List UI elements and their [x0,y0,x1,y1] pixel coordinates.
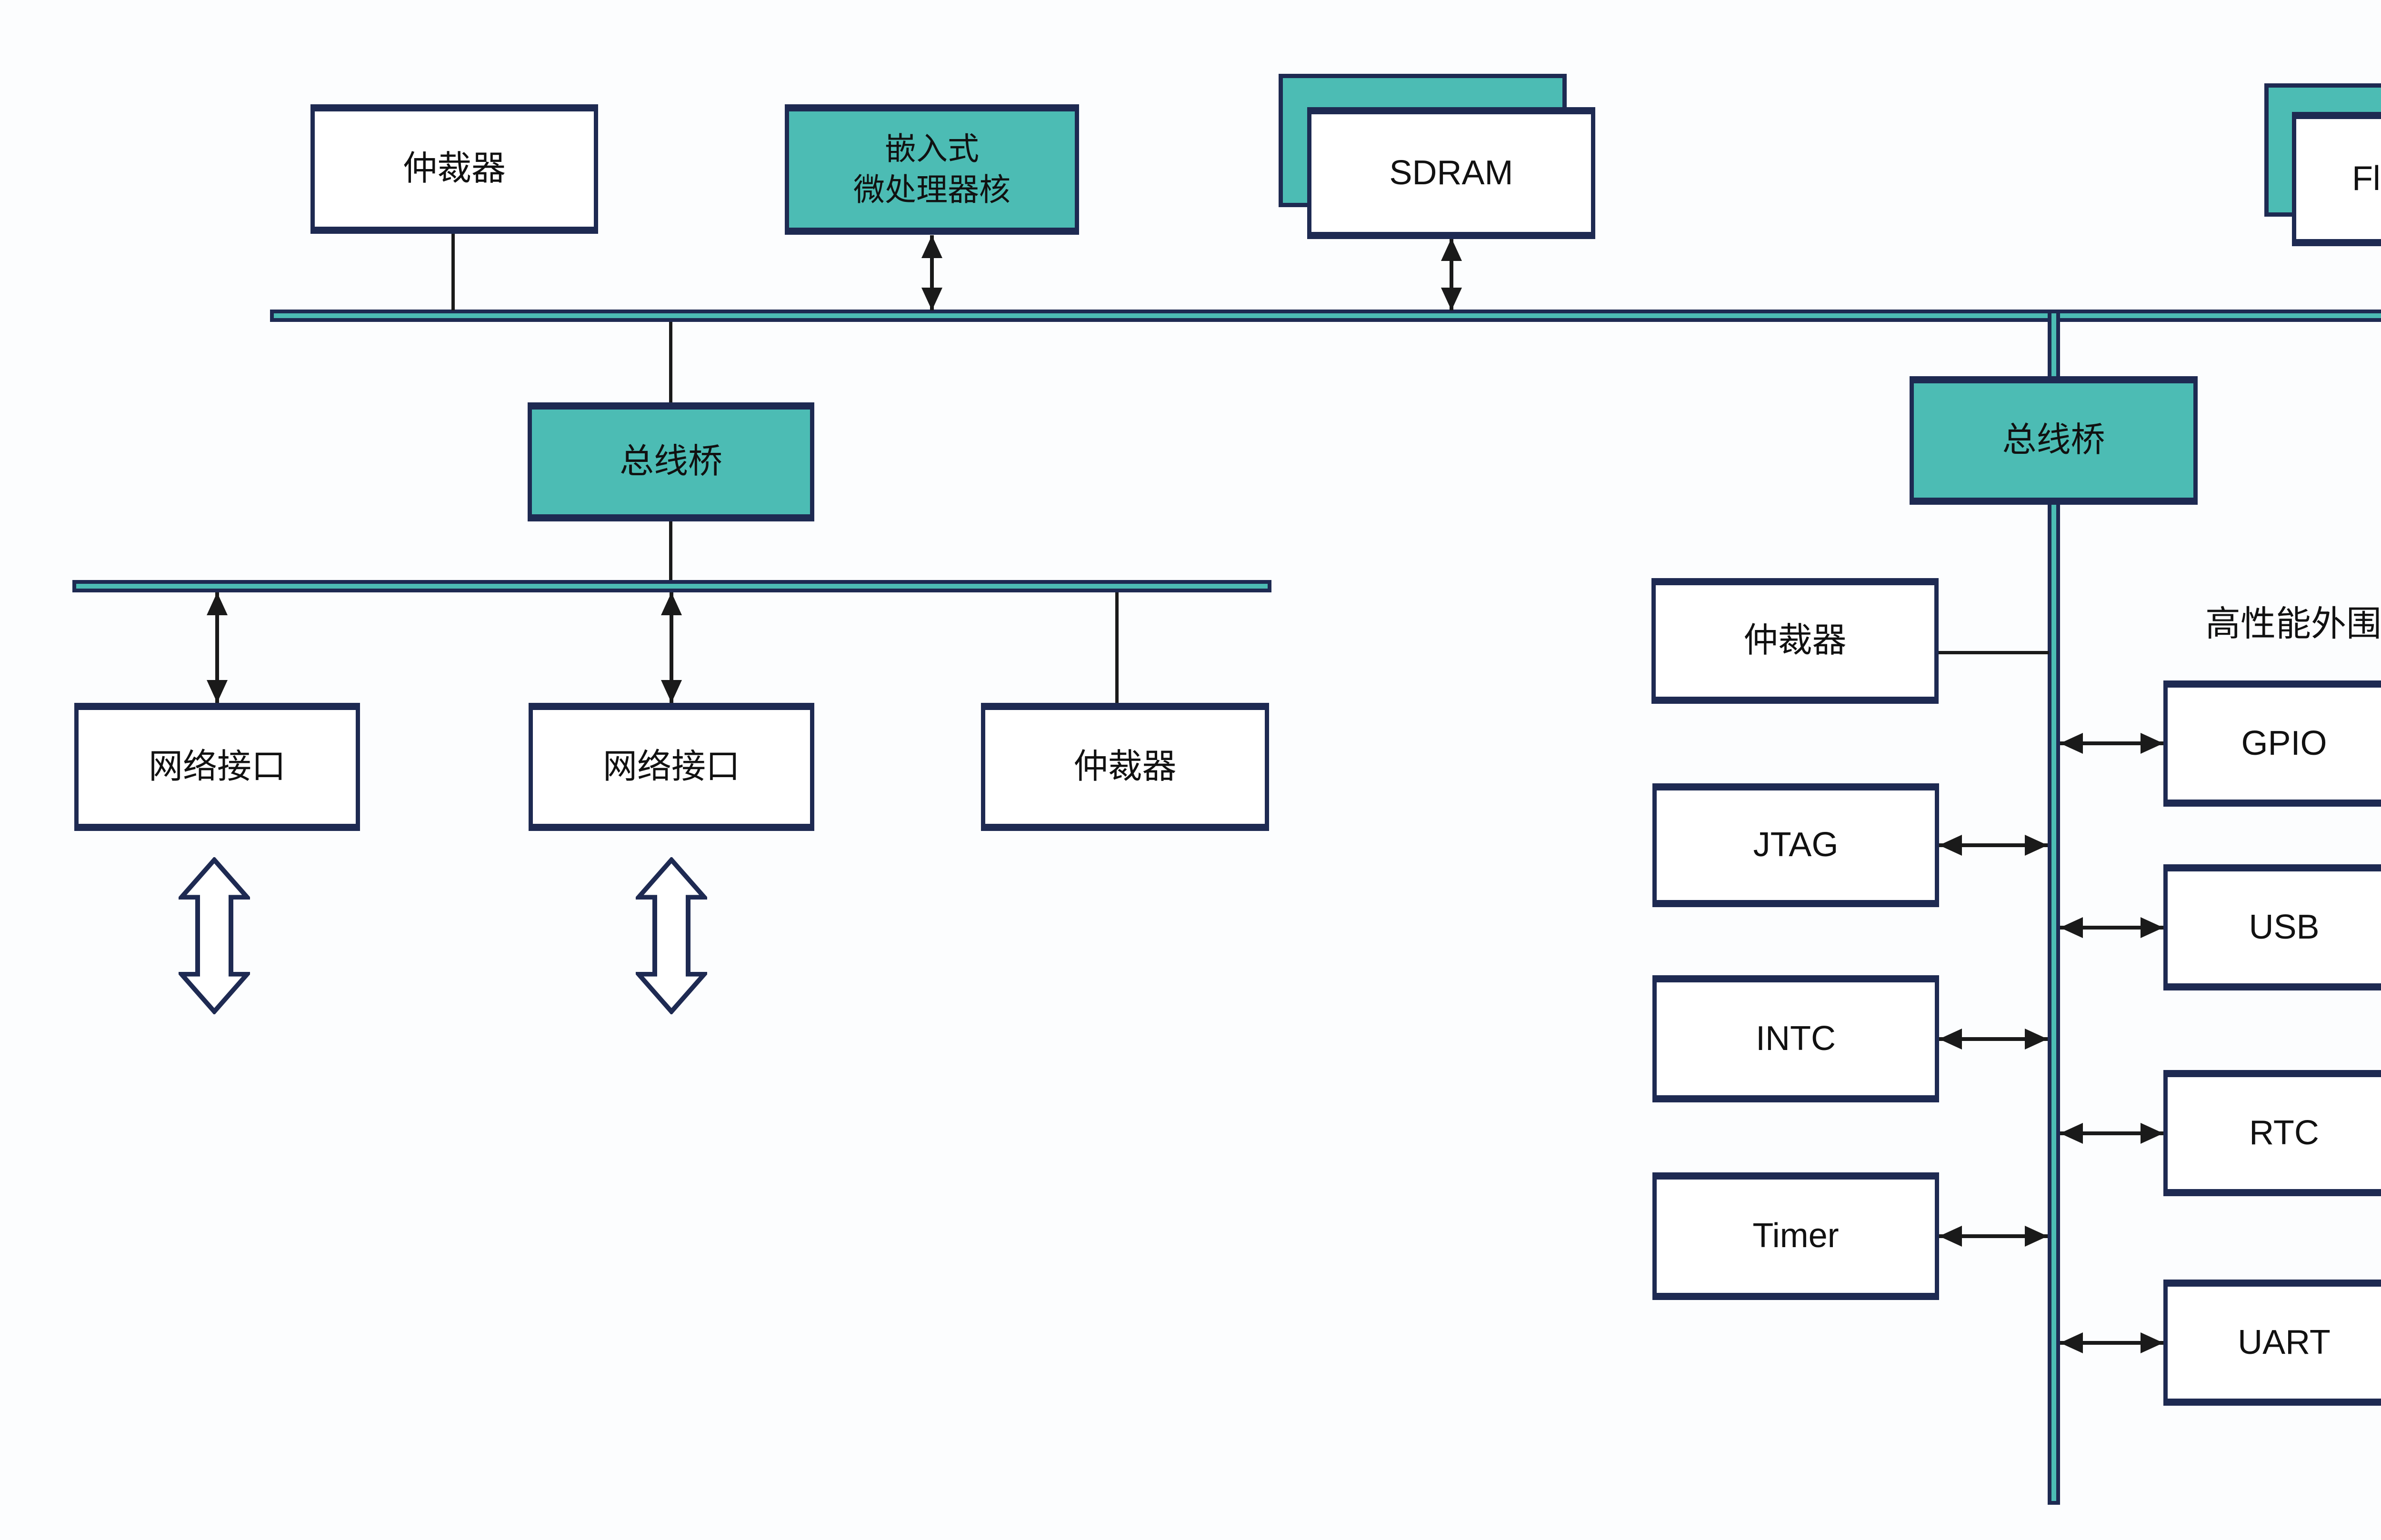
external-port-arrow-netif2-icon [636,857,707,1014]
node-netif1-label: 网络接口 [148,747,286,786]
bidir-arrow-usb-icon [2060,917,2163,938]
connector-arbiter-left [1115,592,1119,703]
external-port-arrow-netif1-icon [179,857,250,1014]
node-intc: INTC [1652,975,1939,1102]
node-rtc-label: RTC [2249,1113,2319,1152]
node-arbiter-right: 仲裁器 [1651,578,1939,704]
bidir-arrow-uart-icon [2060,1332,2163,1353]
secondary-bus [72,580,1271,592]
node-bridge-right: 总线桥 [1910,376,2198,505]
node-arbiter-top: 仲裁器 [310,104,598,234]
node-timer: Timer [1652,1172,1939,1300]
node-intc-label: INTC [1756,1019,1836,1058]
bidir-arrow-timer-icon [1939,1226,2048,1247]
connector-arbiter-top [451,234,455,310]
node-rtc: RTC [2163,1070,2381,1196]
connector-bridge-left-secondary-bus [669,521,672,580]
node-flashrom-label: Flash Rom [2351,160,2381,198]
node-gpio: GPIO [2163,680,2381,807]
bidir-arrow-intc-icon [1939,1029,2048,1050]
bidir-arrow-cpu-bus-icon [921,235,942,310]
node-gpio-label: GPIO [2241,724,2327,762]
node-netif1: 网络接口 [74,703,360,831]
node-sdram: SDRAM [1307,107,1595,239]
node-cpu: 嵌入式 微处理器核 [785,104,1079,235]
node-arbiter-top-label: 仲裁器 [402,150,506,188]
node-jtag: JTAG [1652,783,1939,907]
node-flashrom: Flash Rom [2292,112,2381,246]
bidir-arrow-gpio-icon [2060,733,2163,754]
node-timer-label: Timer [1752,1217,1839,1255]
node-jtag-label: JTAG [1753,826,1839,864]
node-uart-label: UART [2238,1323,2331,1361]
node-bridge-left: 总线桥 [528,402,814,521]
connector-arbiter-right-bus [1939,651,2049,654]
node-arbiter-left-label: 仲裁器 [1073,747,1177,786]
node-usb: USB [2163,864,2381,990]
node-bridge-left-label: 总线桥 [619,442,722,481]
node-netif2-label: 网络接口 [602,747,740,786]
node-sdram-label: SDRAM [1389,153,1513,192]
system-bus [270,310,2381,322]
node-uart: UART [2163,1280,2381,1406]
connector-bus-bridge-left-top [669,322,672,402]
bidir-arrow-sdram-bus-icon [1441,238,1462,310]
bidir-arrow-netif2-bus-icon [661,592,682,703]
bidir-arrow-rtc-icon [2060,1123,2163,1144]
bidir-arrow-jtag-icon [1939,835,2048,856]
peripheral-bus [2048,310,2060,1505]
peripheral-bus-label: 高性能外围总线 [2205,604,2381,643]
node-arbiter-right-label: 仲裁器 [1743,621,1847,660]
node-usb-label: USB [2249,908,2320,946]
node-cpu-label: 嵌入式 微处理器核 [853,131,1010,207]
node-netif2: 网络接口 [529,703,814,831]
node-bridge-right-label: 总线桥 [2002,421,2105,460]
node-arbiter-left: 仲裁器 [981,703,1269,831]
bidir-arrow-netif1-bus-icon [207,592,228,703]
